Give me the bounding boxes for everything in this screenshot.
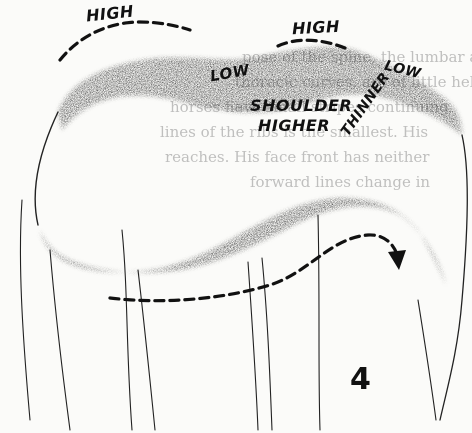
belly-shading [40, 198, 446, 285]
high-right-arc [278, 40, 345, 48]
high-left-arc [60, 22, 190, 60]
label-high-right: HIGH [292, 17, 341, 38]
arrowhead-icon [388, 250, 406, 270]
label-higher: HIGHER [258, 116, 330, 135]
label-shoulder: SHOULDER [250, 96, 352, 115]
figure-number: 4 [350, 362, 371, 397]
outline-strokes [20, 112, 467, 430]
